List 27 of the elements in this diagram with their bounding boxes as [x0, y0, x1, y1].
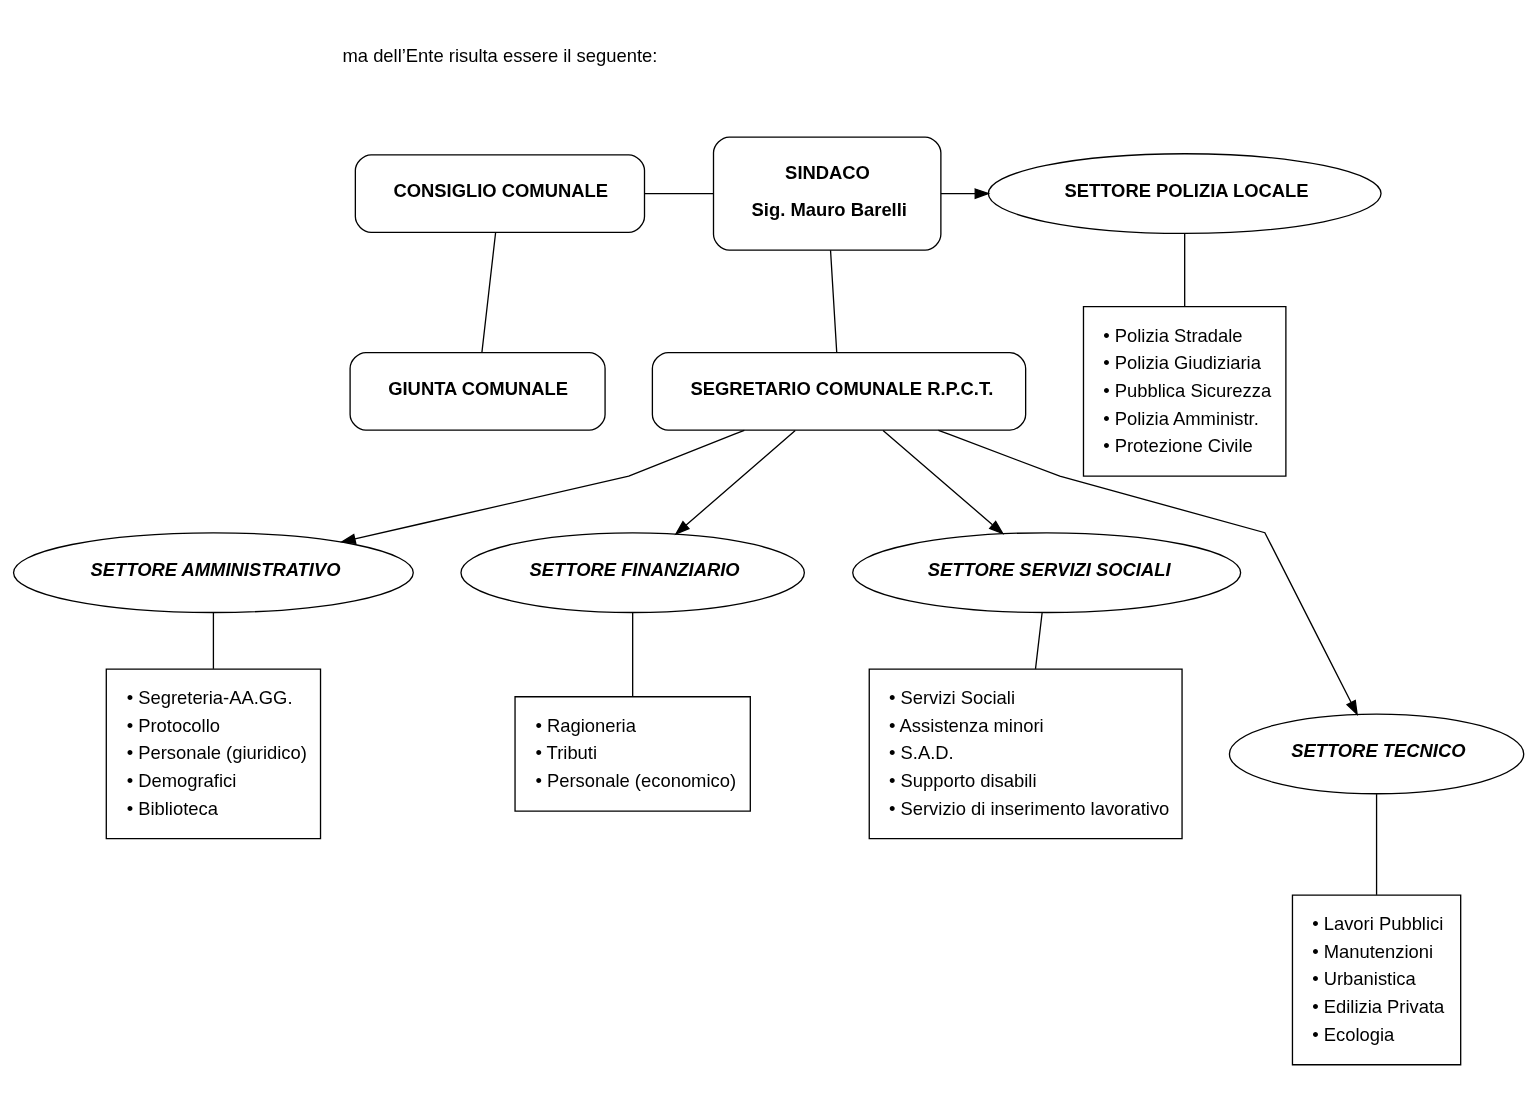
node-box: SINDACO Sig. Mauro Barelli [712, 136, 942, 251]
node-box: SEGRETARIO COMUNALE R.P.C.T. [651, 352, 1027, 431]
connector [481, 231, 497, 354]
node-box: • Servizi Sociali • Assistenza minori • S.A.D. • Supporto disabili • Servizio di inserimento lavorativo [868, 668, 1183, 840]
node-box: • Lavori Pubblici • Manutenzioni • Urbanistica • Edilizia Privata • Ecologia [1291, 894, 1462, 1066]
arrow [940, 188, 991, 200]
connector [644, 192, 715, 195]
node-ellipse: SETTORE SERVIZI SOCIALI [852, 532, 1242, 614]
connector [212, 612, 215, 670]
node-box: GIUNTA COMUNALE [349, 352, 606, 431]
node-ellipse: SETTORE FINANZIARIO [460, 532, 805, 614]
arrow [882, 429, 1005, 535]
node-ellipse: SETTORE POLIZIA LOCALE [987, 153, 1382, 235]
node-box: • Polizia Stradale • Polizia Giudiziaria • Pubblica Sicurezza • Polizia Amministr. • Protezione Civile [1082, 305, 1287, 477]
arrow [937, 429, 1358, 717]
node-box: • Ragioneria • Tributi • Personale (economico) [514, 696, 751, 812]
arrow [674, 429, 796, 536]
node-ellipse: SETTORE TECNICO [1228, 713, 1525, 795]
connector [829, 249, 838, 354]
node-box: • Segreteria-AA.GG. • Protocollo • Personale (giuridico) • Demografici • Biblioteca [105, 668, 322, 840]
connector [1375, 793, 1378, 896]
connector [632, 612, 634, 698]
connector [1184, 233, 1186, 307]
connector [1034, 612, 1043, 670]
label: ma dell’Ente risulta essere il seguente: [342, 44, 658, 66]
node-box: CONSIGLIO COMUNALE [354, 154, 646, 234]
arrow [340, 429, 745, 545]
